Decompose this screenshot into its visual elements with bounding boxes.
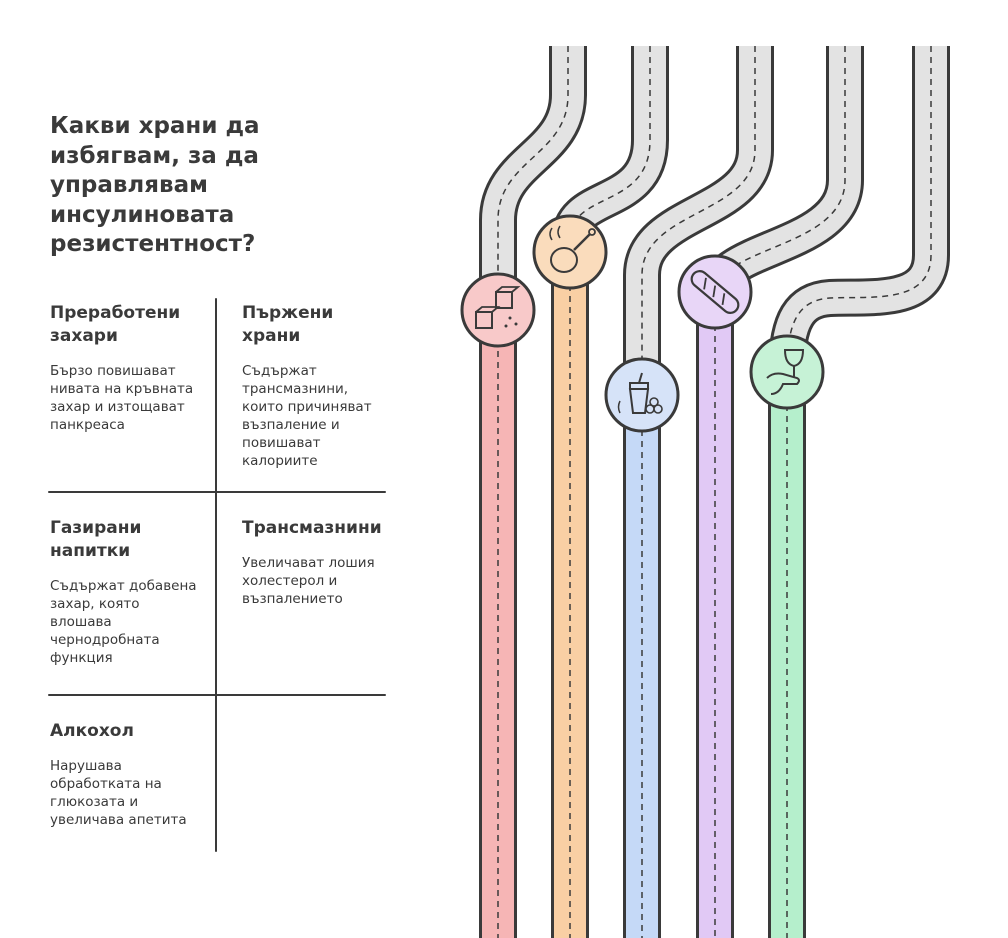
- fried-chicken-icon: [532, 214, 608, 290]
- road-3-gray: [623, 46, 774, 400]
- food-card-description: Нарушава обработката на глюкозата и увел…: [50, 758, 187, 828]
- page-title: Какви храни да избягвам, за да управлява…: [50, 113, 260, 257]
- grid-vertical-divider: [215, 298, 217, 852]
- road-5-gray: [768, 46, 950, 371]
- road-3-colored: [623, 395, 661, 938]
- grid-horizontal-divider-2: [48, 694, 386, 696]
- food-card-title: Преработени захари: [50, 303, 181, 346]
- wine-glass-icon: [749, 334, 825, 410]
- food-card-title: Пържени храни: [242, 303, 334, 346]
- food-card-trans-fats: Трансмазнини Увеличават лошия холестерол…: [242, 517, 390, 608]
- road-2-colored: [551, 252, 589, 938]
- grid-horizontal-divider-1: [48, 491, 386, 493]
- road-4-colored: [696, 292, 734, 938]
- food-card-soft-drinks: Газирани напитки Съдържат добавена захар…: [50, 517, 202, 667]
- food-card-processed-sugars: Преработени захари Бързо повишават ниват…: [50, 302, 202, 434]
- food-card-description: Съдържат трансмазнини, които причиняват …: [242, 363, 372, 469]
- baguette-icon: [677, 254, 753, 330]
- food-card-fried-foods: Пържени храни Съдържат трансмазнини, кои…: [242, 302, 390, 470]
- food-card-description: Увеличават лошия холестерол и възпаление…: [242, 555, 375, 607]
- sugar-cubes-icon: [460, 272, 536, 348]
- road-1-gray: [479, 46, 587, 300]
- food-card-description: Съдържат добавена захар, която влошава ч…: [50, 578, 197, 666]
- road-5-colored: [768, 372, 806, 938]
- soda-drink-icon: [604, 357, 680, 433]
- food-card-title: Трансмазнини: [242, 518, 382, 538]
- food-card-title: Газирани напитки: [50, 518, 142, 561]
- food-card-description: Бързо повишават нивата на кръвната захар…: [50, 363, 194, 433]
- colored-roads: [479, 252, 806, 938]
- food-grid: Преработени захари Бързо повишават ниват…: [48, 298, 388, 854]
- food-card-title: Алкохол: [50, 721, 134, 741]
- road-1-colored: [479, 310, 517, 938]
- food-card-alcohol: Алкохол Нарушава обработката на глюкозат…: [50, 720, 202, 829]
